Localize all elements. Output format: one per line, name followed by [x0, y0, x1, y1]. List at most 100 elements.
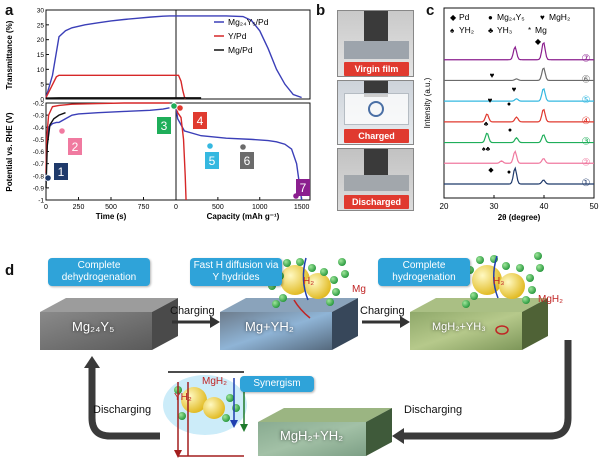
frame-a-bottom-left: [45, 102, 177, 201]
panel-a-chart: 051015202530-0.2-0.3-0.4-0.5-0.6-0.7-0.8…: [5, 8, 311, 221]
state-label-6: 6: [244, 154, 251, 168]
legend-mgy: Mg₂₄Y₅/Pd: [228, 17, 269, 27]
label-charging-1: Charging: [170, 305, 215, 317]
ytick-label-2-6: -0.8: [33, 173, 45, 180]
mg24y5-marker-icon: ◆: [488, 167, 494, 174]
frame-c: [443, 7, 595, 199]
state-badge-3: [157, 117, 171, 134]
pd-icon: ◆: [450, 13, 457, 22]
legend-mg: Mg: [535, 25, 547, 35]
panel-letter-b: b: [316, 2, 326, 19]
xrd-curve-5: [444, 88, 594, 102]
legend-yh2: YH₂: [459, 25, 474, 35]
xrd-curve-1: [444, 166, 594, 185]
state-badge-5: [205, 152, 219, 169]
mg24y5-marker-icon: ●: [507, 101, 511, 108]
logo-icon: [368, 101, 384, 117]
ytick-label-2-5: -0.7: [33, 161, 45, 168]
callout-synergism: Synergism: [240, 376, 314, 392]
arrow-discharging-right: [392, 340, 572, 444]
mg24y5-icon: ●: [488, 13, 493, 22]
legend-mg24y5: Mg₂₄Y₅: [497, 12, 525, 22]
ytick-label-0-2: 10: [37, 67, 45, 74]
frame-a-top-right: [175, 9, 311, 100]
state-dot-5: [206, 142, 214, 150]
xrd-curve-7: [444, 41, 594, 61]
mgh2-marker-icon: ♥: [490, 71, 495, 80]
legend-mgh2: MgH₂: [549, 12, 570, 22]
tick-50: 50: [590, 202, 599, 211]
label-discharged: Discharged: [344, 195, 409, 209]
photo-film: [344, 41, 409, 59]
xlabel-capacity: Capacity (mAh g⁻¹): [207, 212, 280, 221]
block-mgh2-yh2: [258, 408, 392, 456]
panel-letter-c: c: [426, 2, 435, 19]
state-badge-6: [240, 152, 254, 169]
xtick-label-3-1: 500: [212, 204, 224, 211]
block-mgh2-yh3: [410, 298, 548, 350]
ytick-label-2-8: -1: [38, 198, 44, 205]
yh3-marker-icon: ♣: [484, 121, 489, 128]
series-line-0-1: [45, 74, 176, 98]
label-block-mgh2-yh3: MgH₂+YH₃: [432, 321, 486, 333]
panel-c-tick-labels: 20 30 40 50: [440, 202, 599, 211]
xrd-curve-label-7: ⑦: [582, 54, 591, 65]
xrd-curve-4: [444, 108, 594, 123]
ylabel-transmittance: Transmittance (%): [5, 20, 14, 89]
legend-mg: Mg/Pd: [228, 45, 253, 55]
state-label-3: 3: [161, 119, 168, 133]
yh2-marker-icon: ♠♣: [482, 146, 491, 153]
block-mg24y5: [40, 298, 178, 350]
state-badge-7: [296, 179, 310, 196]
state-dot-2: [58, 127, 66, 135]
series-line-3-1: [175, 102, 187, 201]
xtick-label-2-1: 250: [73, 204, 85, 211]
pd-marker-icon: ◆: [535, 37, 542, 46]
ytick-label-0-1: 5: [40, 82, 44, 89]
series-line-1-1: [176, 74, 186, 100]
label-charged: Charged: [344, 129, 409, 143]
callout-fast-h-diffusion: Fast H diffusion via Y hydrides: [190, 258, 282, 286]
arrow-charging-2: [362, 316, 410, 328]
panel-a-legend: Mg₂₄Y₅/Pd Y/Pd Mg/Pd: [214, 17, 269, 55]
tick-30: 30: [490, 202, 499, 211]
xrd-curve-label-3: ③: [582, 137, 591, 148]
mgh2-marker-icon: ♥: [512, 85, 517, 94]
arrow-discharging-left: [84, 356, 160, 440]
ytick-label-0-0: 0: [40, 97, 44, 104]
series-line-0-0: [45, 15, 176, 98]
label-h2: H₂: [303, 276, 314, 287]
ytick-label-0-4: 20: [37, 37, 45, 44]
xtick-label-3-0: 0: [174, 204, 178, 211]
legend-pd: Pd: [459, 12, 470, 22]
ytick-label-0-6: 30: [37, 8, 45, 15]
series-line-2-2: [45, 112, 66, 188]
state-label-4: 4: [197, 114, 204, 128]
state-dot-3: [170, 102, 178, 110]
arrow-charging-1: [172, 316, 220, 328]
heart-icon: ♥: [540, 13, 545, 22]
series-line-3-0: [175, 106, 303, 201]
panel-c-ticks: [443, 195, 595, 198]
state-badge-4: [193, 112, 207, 129]
label-discharging-2: Discharging: [404, 404, 463, 416]
series-line-2-1: [45, 102, 170, 174]
panel-c-peak-markers: ◆ ♥ ♥ ♥ ● ● ♣ ♠♣ ◆ ●: [482, 37, 542, 176]
frame-a-bottom-right: [175, 102, 311, 201]
photo-clip: [364, 149, 388, 179]
panel-a-lines: [45, 15, 303, 201]
xtick-label-2-2: 500: [105, 204, 117, 211]
mg24y5-marker-icon: ●: [508, 127, 512, 134]
frame-a-top-left: [45, 9, 177, 100]
state-dot-4: [176, 104, 184, 112]
state-label-2: 2: [72, 140, 79, 154]
xtick-label-2-3: 750: [138, 204, 150, 211]
ylabel-potential: Potential vs. RHE (V): [5, 112, 14, 191]
ytick-label-2-3: -0.5: [33, 137, 45, 144]
ytick-label-2-0: -0.2: [33, 101, 45, 108]
legend-y: Y/Pd: [228, 31, 247, 41]
club-icon: ♣: [488, 26, 494, 35]
